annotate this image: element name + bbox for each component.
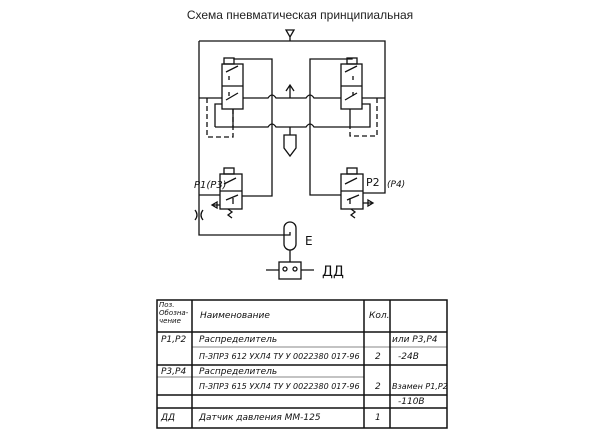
label-p4: (P4): [387, 180, 405, 190]
row-6-name: Датчик давления ММ-125: [199, 413, 321, 423]
upper-left-valve-icon: [221, 57, 273, 172]
diagram-title: Схема пневматическая принципиальная: [186, 8, 414, 22]
valve-p1-icon: [199, 167, 273, 219]
row-3-name: Распределитель: [199, 367, 278, 377]
row-4-note: Взамен P1,P2: [392, 382, 448, 391]
pressure-sensor-icon: [266, 261, 314, 280]
upper-right-valve-icon: [309, 57, 363, 175]
row-2-note: -24В: [398, 352, 419, 362]
valve-p2-icon: [309, 167, 386, 219]
row-1-name: Распределитель: [199, 335, 278, 345]
header-qty: Кол.: [369, 311, 390, 321]
spec-table-grid: [156, 299, 448, 429]
label-dd: ДД: [322, 264, 344, 280]
throttle-icon: [194, 209, 204, 221]
row-2-qty: 2: [375, 352, 381, 362]
row-4-name: П-ЗПР3 615 УХЛ4 ТУ У 0022380 017-96: [199, 382, 360, 391]
label-e: E: [305, 234, 313, 248]
header-pos: Поз. Обозна-чение: [159, 301, 189, 325]
row-1-note: или P3,P4: [392, 335, 438, 345]
row-6-pos: ДД: [161, 413, 176, 423]
label-p2: P2: [366, 176, 380, 189]
row-4-qty: 2: [375, 382, 381, 392]
receiver-icon: [283, 221, 297, 251]
label-p1: P1(P3): [194, 180, 227, 191]
supply-line: [199, 40, 386, 172]
row-5-note: -110В: [398, 397, 425, 407]
row-3-pos: P3,P4: [161, 367, 187, 377]
row-1-pos: P1,P2: [161, 335, 187, 345]
silencer-icon: [283, 127, 297, 158]
row-6-qty: 1: [375, 413, 381, 423]
header-name: Наименование: [200, 311, 270, 321]
exhaust-arrow-icon: [285, 83, 295, 98]
row-2-name: П-ЗПР3 612 УХЛ4 ТУ У 0022380 017-96: [199, 352, 360, 361]
supply-symbol-icon: [284, 29, 296, 41]
